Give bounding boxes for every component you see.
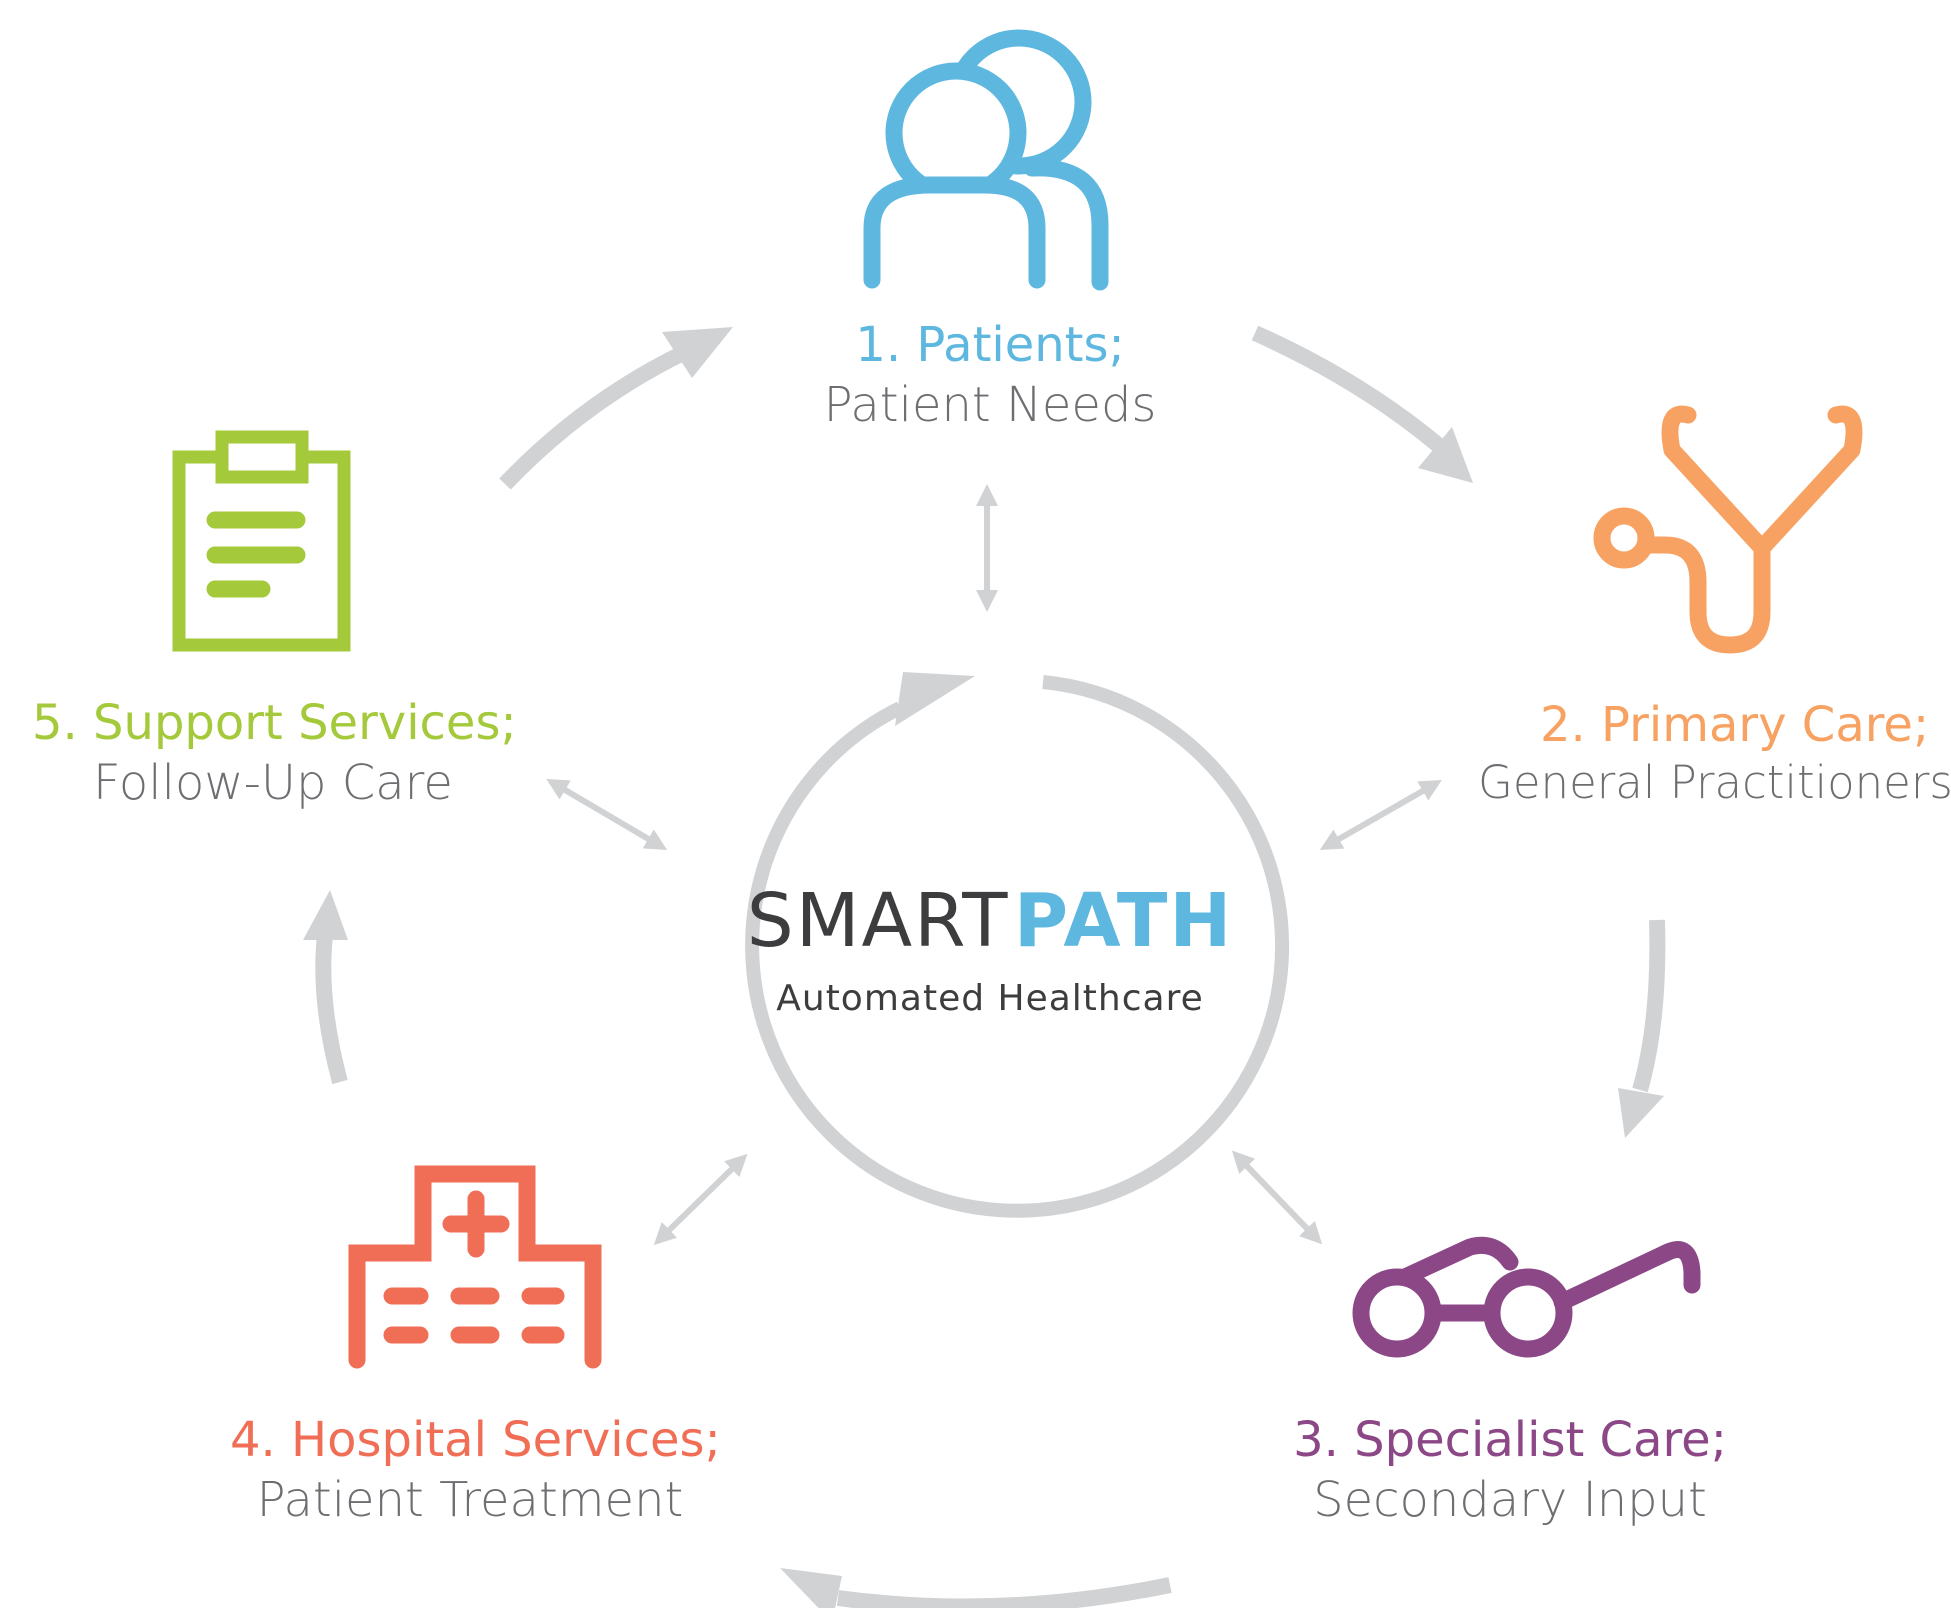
node-subtitle: Patient Treatment: [256, 1472, 684, 1528]
node-title: 2. Primary Care;: [1540, 697, 1930, 753]
flow-arrow-1-to-2: [1251, 325, 1473, 483]
node-patients: 1. Patients; Patient Needs: [790, 315, 1190, 435]
connector-arrow-support-services: [546, 778, 668, 851]
node-subtitle: Follow-Up Care: [93, 755, 453, 811]
connector-arrow-specialist-care: [1231, 1150, 1323, 1245]
patients-icon: [863, 29, 1109, 291]
brand-logo: SMART PATH Automated Healthcare: [720, 878, 1260, 1019]
center-cycle-ring: [745, 672, 1290, 1218]
clipboard-icon: [172, 430, 351, 652]
node-hospital-services: 4. Hospital Services; Patient Treatment: [230, 1410, 721, 1530]
flow-arrow-4-to-5: [303, 890, 348, 1085]
connector-arrow-hospital-services: [653, 1153, 748, 1246]
brand-name-smart: SMART: [746, 878, 1010, 964]
flow-arrow-2-to-3: [1618, 919, 1666, 1138]
node-title: 3. Specialist Care;: [1293, 1412, 1727, 1468]
brand-tagline: Automated Healthcare: [776, 978, 1204, 1019]
node-subtitle: Secondary Input: [1313, 1472, 1707, 1528]
connector-arrow-primary-care: [1319, 780, 1442, 850]
flow-arrow-5-to-1: [499, 327, 733, 490]
node-specialist-care: 3. Specialist Care; Secondary Input: [1280, 1410, 1740, 1530]
hospital-icon: [348, 1165, 602, 1369]
node-title: 4. Hospital Services;: [230, 1412, 721, 1468]
brand-name-path: PATH: [1013, 878, 1234, 964]
stethoscope-icon: [1593, 405, 1863, 654]
node-subtitle: General Practitioners: [1478, 756, 1951, 809]
glasses-icon: [1352, 1236, 1701, 1358]
node-subtitle: Patient Needs: [823, 377, 1157, 433]
node-title: 5. Support Services;: [32, 695, 517, 751]
flow-arrow-3-to-4: [780, 1568, 1172, 1608]
node-primary-care: 2. Primary Care; General Practitioners: [1478, 695, 1951, 811]
node-title: 1. Patients;: [855, 317, 1125, 373]
node-support-services: 5. Support Services; Follow-Up Care: [20, 693, 517, 813]
